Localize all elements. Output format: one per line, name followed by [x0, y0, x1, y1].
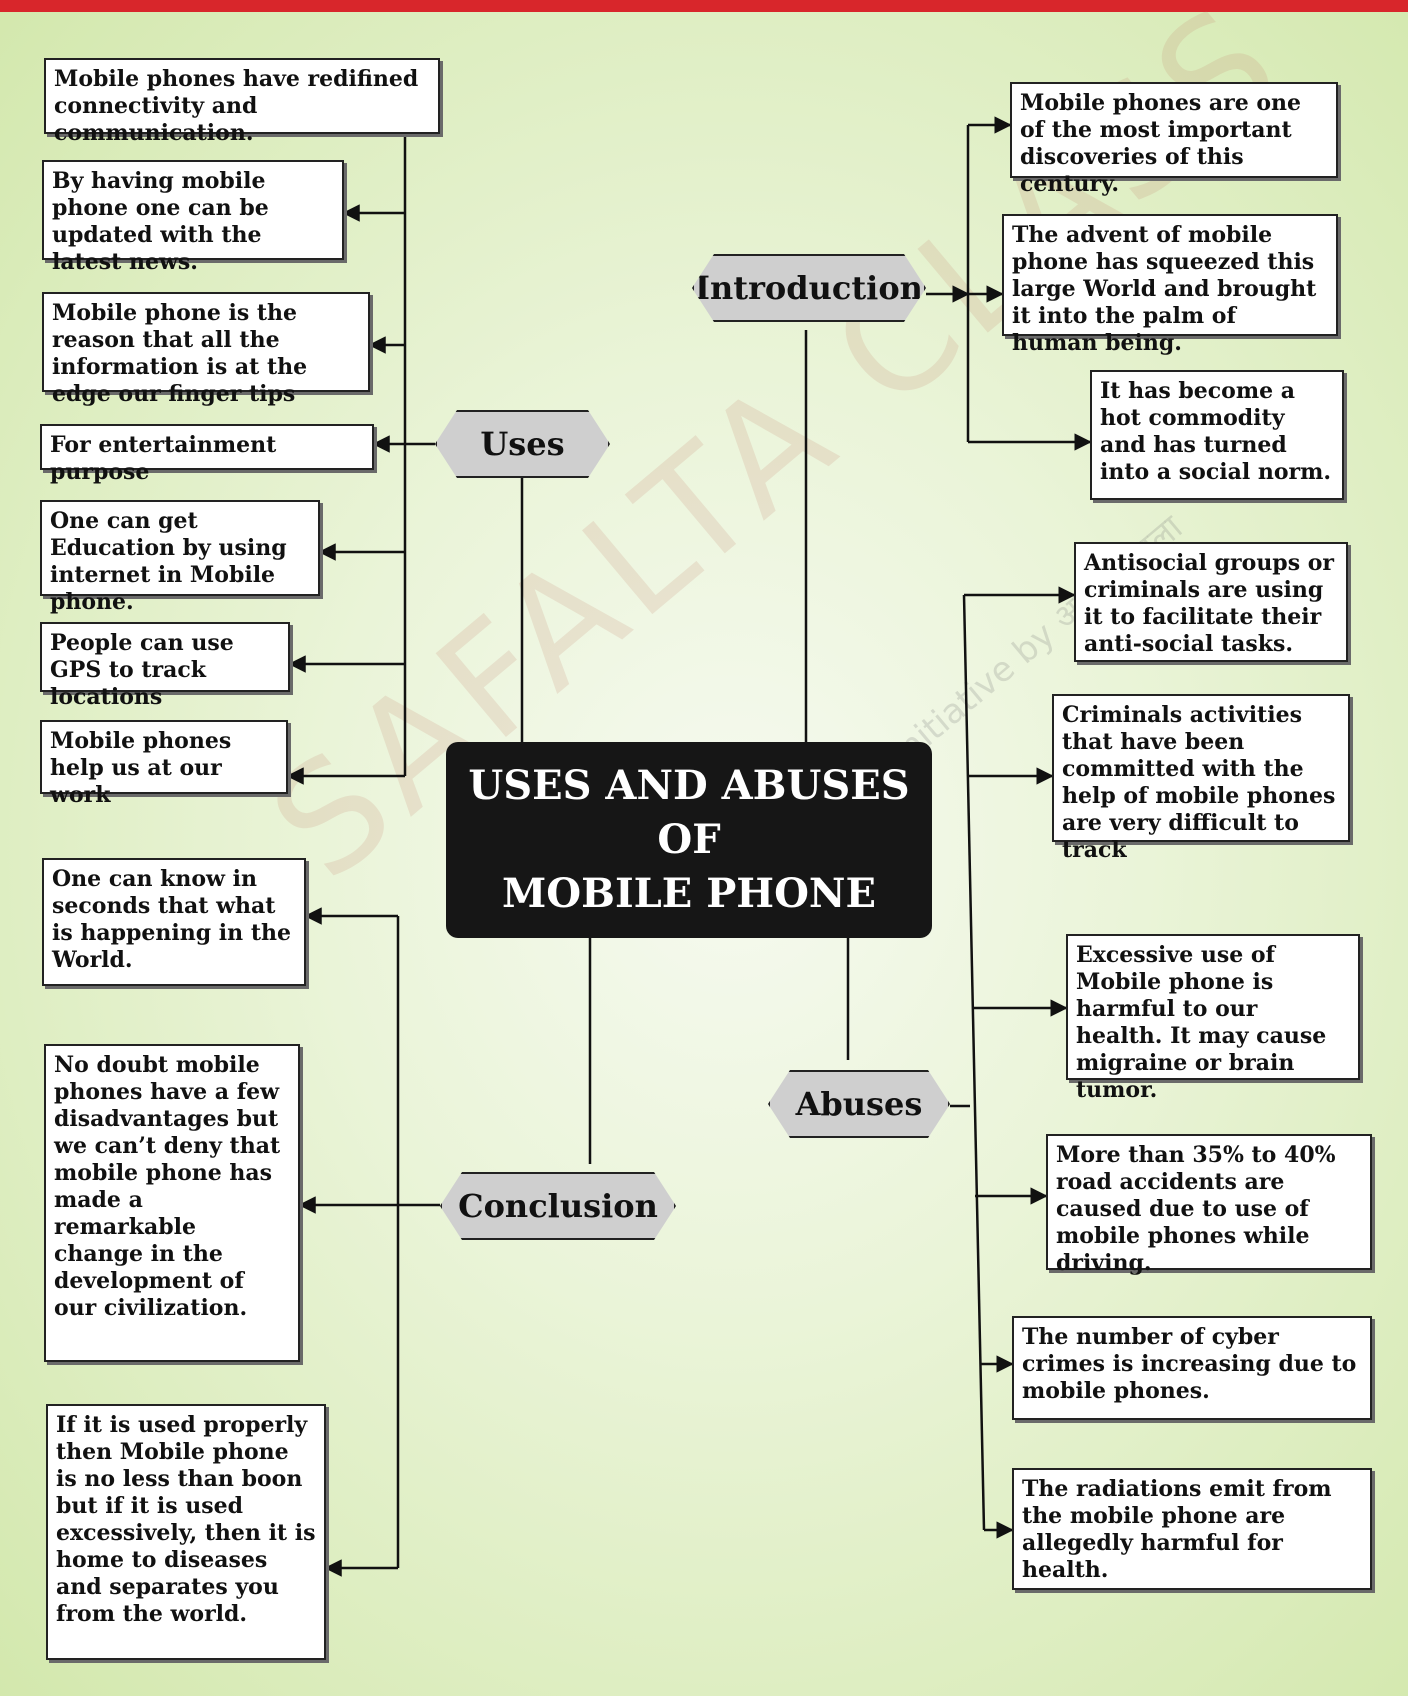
- abuses-item-4: More than 35% to 40% road accidents are …: [1046, 1134, 1372, 1276]
- uses-item-2: By having mobile phone one can be update…: [42, 160, 344, 275]
- heading-uses: Uses: [435, 410, 610, 478]
- title-line-1: USES AND ABUSES: [468, 762, 910, 809]
- title-line-2: OF: [657, 816, 721, 863]
- uses-item-5: One can get Education by using internet …: [40, 500, 320, 615]
- abuses-item-3: Excessive use of Mobile phone is harmful…: [1066, 934, 1360, 1103]
- conclusion-item-1: One can know in seconds that what is hap…: [42, 858, 306, 986]
- top-red-bar: [0, 0, 1408, 12]
- heading-abuses: Abuses: [768, 1070, 950, 1138]
- conclusion-item-2: No doubt mobile phones have a few disadv…: [44, 1044, 300, 1362]
- conclusion-item-3: If it is used properly then Mobile phone…: [46, 1404, 326, 1660]
- introduction-item-1: Mobile phones are one of the most import…: [1010, 82, 1338, 197]
- abuses-item-6: The radiations emit from the mobile phon…: [1012, 1468, 1372, 1590]
- uses-item-3: Mobile phone is the reason that all the …: [42, 292, 370, 407]
- uses-item-1: Mobile phones have redifined connectivit…: [44, 58, 440, 146]
- introduction-item-3: It has become a hot commodity and has tu…: [1090, 370, 1344, 500]
- heading-introduction: Introduction: [692, 254, 926, 322]
- uses-item-6: People can use GPS to track locations: [40, 622, 290, 710]
- uses-item-7: Mobile phones help us at our work: [40, 720, 288, 808]
- uses-item-4: For entertainment purpose: [40, 424, 374, 485]
- abuses-item-2: Criminals activities that have been comm…: [1052, 694, 1350, 863]
- abuses-item-1: Antisocial groups or criminals are using…: [1074, 542, 1348, 662]
- introduction-item-2: The advent of mobile phone has squeezed …: [1002, 214, 1338, 356]
- abuses-item-5: The number of cyber crimes is increasing…: [1012, 1316, 1372, 1420]
- heading-conclusion: Conclusion: [440, 1172, 676, 1240]
- title-line-3: MOBILE PHONE: [502, 870, 876, 917]
- central-title: USES AND ABUSES OF MOBILE PHONE: [446, 742, 932, 938]
